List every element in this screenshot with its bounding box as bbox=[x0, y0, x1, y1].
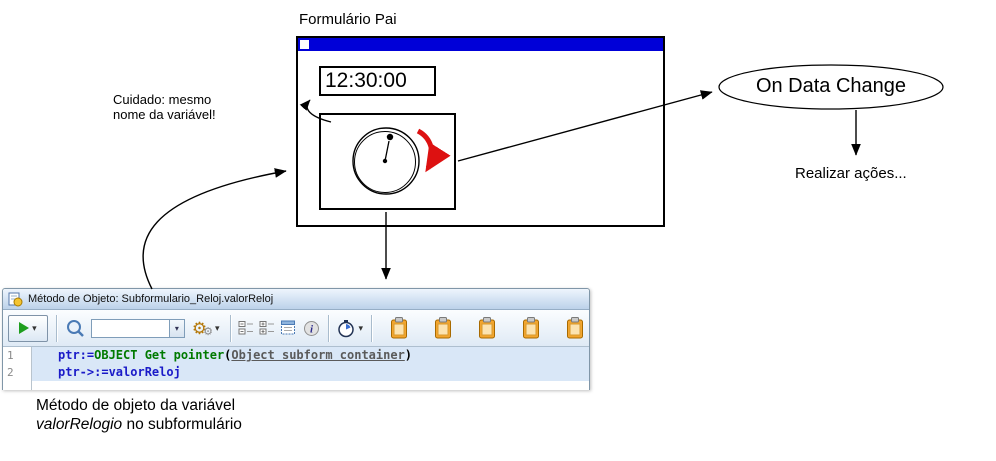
editor-title: Método de Objeto: Subformulario_Reloj.va… bbox=[28, 293, 274, 305]
code-line-2-text: ptr->:=valorReloj bbox=[32, 364, 589, 381]
parent-form-label: Formulário Pai bbox=[299, 11, 397, 28]
parent-form-window: 12:30:00 bbox=[296, 36, 665, 227]
search-combobox[interactable]: ▾ bbox=[90, 318, 185, 338]
timer-icon bbox=[338, 319, 355, 337]
gear-small-icon: ⚙ bbox=[203, 325, 213, 338]
recent-commands-button[interactable]: ▾ bbox=[337, 319, 363, 338]
clock-subform-widget[interactable] bbox=[319, 113, 456, 210]
method-icon bbox=[8, 292, 23, 306]
toolbar-separator bbox=[55, 314, 57, 342]
notepad-icon bbox=[281, 320, 296, 335]
clipboard-5-icon[interactable] bbox=[566, 317, 584, 339]
code-segment: ptr->:=valorReloj bbox=[58, 365, 181, 379]
code-segment: ) bbox=[404, 348, 413, 362]
macros-button[interactable]: ⚙ ⚙ ▾ bbox=[190, 319, 222, 338]
event-label: On Data Change bbox=[755, 75, 907, 97]
warning-line-1: Cuidado: mesmo bbox=[113, 92, 212, 107]
clipboard-4-icon[interactable] bbox=[522, 317, 540, 339]
gear-icon: ⚙ bbox=[191, 318, 208, 338]
info-icon: i bbox=[304, 320, 320, 336]
collapse-all-icon bbox=[238, 321, 254, 335]
code-area[interactable]: 1 ptr:=OBJECT Get pointer(Object subform… bbox=[3, 347, 589, 390]
caption-variable-name: valorRelogio bbox=[36, 416, 123, 433]
clipboard-3-icon[interactable] bbox=[478, 317, 496, 339]
time-display-value: 12:30:00 bbox=[325, 69, 407, 92]
combobox-dropdown-icon: ▾ bbox=[168, 319, 184, 337]
run-method-button[interactable]: ▾ bbox=[8, 314, 48, 342]
code-line-2[interactable]: 2 ptr->:=valorReloj bbox=[3, 364, 589, 381]
clipboard-1-icon[interactable] bbox=[390, 317, 408, 339]
search-icon bbox=[66, 319, 84, 337]
search-button[interactable] bbox=[65, 318, 86, 339]
collapse-all-button[interactable] bbox=[238, 320, 254, 336]
code-filler-rest bbox=[32, 381, 589, 390]
warning-note: Cuidado: mesmo nome da variável! bbox=[113, 92, 216, 122]
caption-line-1: Método de objeto da variável bbox=[36, 397, 236, 414]
code-segment: OBJECT Get pointer bbox=[94, 348, 225, 362]
code-filler bbox=[3, 381, 589, 390]
caption-line-2-rest: no subformulário bbox=[122, 416, 242, 433]
information-button[interactable]: i bbox=[303, 320, 320, 337]
expand-all-icon bbox=[259, 321, 275, 335]
timer-dropdown-icon: ▾ bbox=[358, 322, 363, 333]
arrow-editor-to-form bbox=[142, 168, 287, 290]
svg-text:i: i bbox=[310, 323, 314, 335]
run-dropdown-icon: ▾ bbox=[32, 322, 37, 333]
run-icon bbox=[19, 322, 30, 334]
action-text: Realizar ações... bbox=[795, 165, 907, 182]
gutter-filler bbox=[3, 381, 32, 390]
macros-dropdown-icon: ▾ bbox=[214, 322, 220, 333]
code-segment: ( bbox=[224, 348, 232, 362]
method-editor-window: Método de Objeto: Subformulario_Reloj.va… bbox=[2, 288, 590, 390]
line-number-2: 2 bbox=[3, 364, 32, 381]
caption: Método de objeto da variável valorRelogi… bbox=[36, 396, 242, 434]
code-line-1[interactable]: 1 ptr:=OBJECT Get pointer(Object subform… bbox=[3, 347, 589, 364]
combobox-value bbox=[92, 320, 169, 337]
clipboard-2-icon[interactable] bbox=[434, 317, 452, 339]
expand-all-button[interactable] bbox=[259, 320, 275, 336]
editor-titlebar[interactable]: Método de Objeto: Subformulario_Reloj.va… bbox=[3, 289, 589, 310]
code-segment: Object subform container bbox=[231, 348, 405, 362]
editor-toolbar: ▾ ▾ ⚙ ⚙ ▾ bbox=[3, 310, 589, 347]
warning-line-2: nome da variável! bbox=[113, 107, 216, 122]
toolbar-separator bbox=[229, 314, 231, 342]
clipboard-buttons bbox=[390, 317, 584, 339]
code-segment: ptr:= bbox=[58, 348, 95, 362]
code-line-1-text: ptr:=OBJECT Get pointer(Object subform c… bbox=[32, 347, 589, 364]
line-number-1: 1 bbox=[3, 347, 32, 364]
window-system-box-icon[interactable] bbox=[300, 40, 309, 49]
notepad-button[interactable] bbox=[280, 319, 298, 337]
toolbar-separator bbox=[328, 314, 330, 342]
toolbar-separator bbox=[371, 314, 372, 342]
parent-form-titlebar[interactable] bbox=[298, 38, 663, 51]
caption-line-2: valorRelogio no subformulário bbox=[36, 415, 242, 434]
time-display-field[interactable]: 12:30:00 bbox=[319, 66, 436, 96]
